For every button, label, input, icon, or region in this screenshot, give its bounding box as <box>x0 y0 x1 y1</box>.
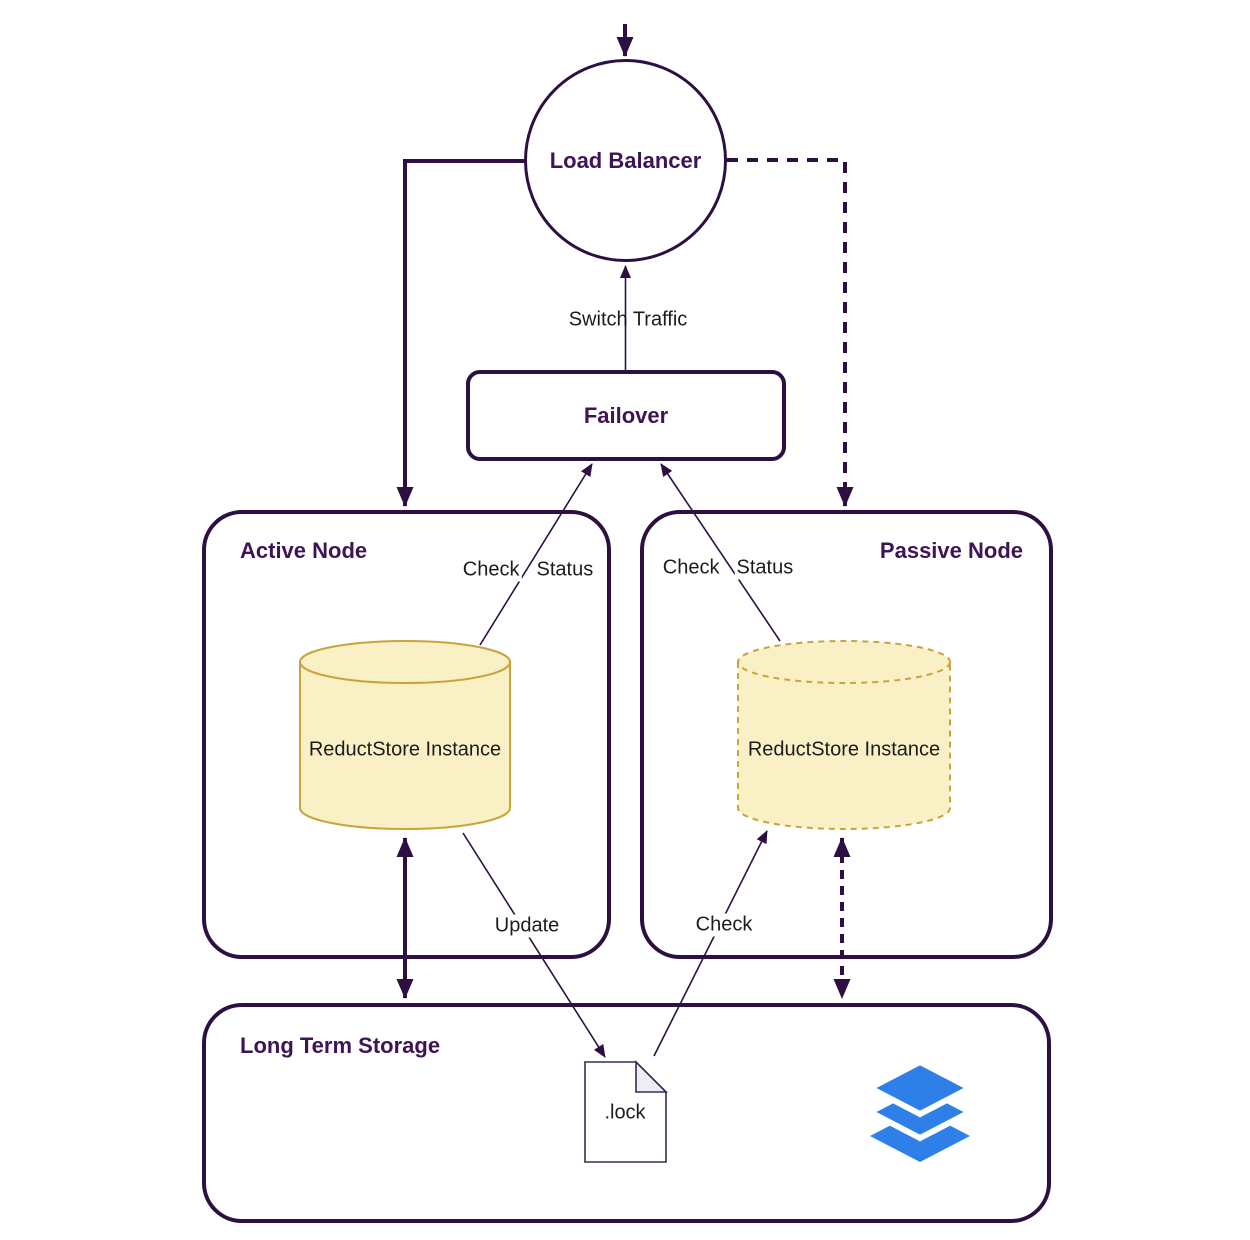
edge-label-passive-check: Check <box>660 556 722 580</box>
failover-node: Failover <box>466 370 786 461</box>
edge-lb-to-passive-node-dashed <box>727 158 854 507</box>
edge-label-active-status: Status <box>534 558 596 582</box>
edge-active-instance-to-failover <box>479 463 593 646</box>
load-balancer-node: Load Balancer <box>524 59 727 262</box>
load-balancer-label: Load Balancer <box>549 147 702 173</box>
edge-label-passive-status: Status <box>734 556 796 580</box>
long-term-storage-title: Long Term Storage <box>240 1033 441 1058</box>
edge-lock-to-passive-instance-check <box>653 830 768 1057</box>
layers-icon <box>863 1058 977 1162</box>
lock-file-label: .lock <box>604 1101 646 1124</box>
edge-label-check: Check <box>692 913 756 937</box>
long-term-storage-container: Long Term Storage <box>202 1003 1051 1223</box>
active-instance-cylinder-icon <box>299 640 511 830</box>
edge-lb-to-active-node <box>396 159 525 507</box>
edge-label-active-check-status: Check Status <box>460 558 596 582</box>
passive-instance-label: ReductStore Instance <box>747 738 941 761</box>
passive-instance-cylinder-icon <box>737 640 951 830</box>
edge-label-active-check: Check <box>460 558 522 582</box>
failover-label: Failover <box>583 402 669 428</box>
passive-node-title: Passive Node <box>879 538 1023 563</box>
edge-label-update: Update <box>491 914 563 938</box>
edge-passive-instance-to-failover <box>660 463 781 642</box>
edge-label-switch-traffic: Switch Traffic <box>568 308 688 331</box>
edge-label-passive-check-status: Check Status <box>660 556 796 580</box>
lock-document-icon <box>584 1060 668 1163</box>
edge-active-instance-to-lock-update <box>462 832 606 1058</box>
active-node-title: Active Node <box>240 538 368 563</box>
active-instance-label: ReductStore Instance <box>308 738 502 761</box>
